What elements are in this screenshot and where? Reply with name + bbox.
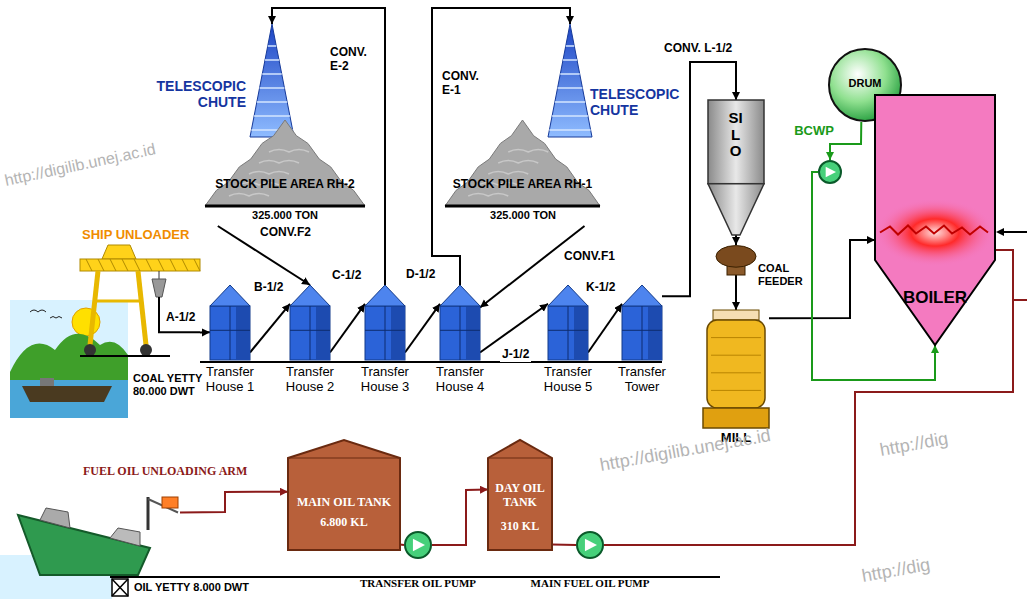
transfer-house: Transfer House 4: [440, 285, 480, 360]
conveyor-label: CONV.F1: [562, 250, 617, 264]
house-shape: [440, 285, 480, 360]
oil-pipe: [604, 250, 1013, 545]
node-label: Transfer Tower: [608, 365, 676, 395]
node-label: Transfer House 4: [426, 365, 494, 395]
conveyor-label: CONV. L-1/2: [662, 42, 734, 56]
house-shape: [365, 285, 405, 360]
oil-tank: MAIN OIL TANK 6.800 KL: [288, 440, 400, 550]
conveyor-label: CONV.F2: [258, 226, 313, 240]
node-label: STOCK PILE AREA RH-2: [205, 178, 365, 192]
coal-silo: SILO: [702, 100, 770, 235]
oil-tanker: [0, 508, 150, 599]
transfer-house: Transfer Tower: [622, 285, 662, 360]
coal-feeder: COAL FEEDER: [715, 245, 757, 275]
pump-shape: [404, 531, 432, 559]
oil-pipe: [180, 492, 288, 513]
coal-conveyor: [735, 235, 737, 245]
watermark: http://digilib.unej.ac.id: [3, 124, 232, 190]
house-shape: [548, 285, 588, 360]
coal-conveyor: [480, 304, 548, 353]
conveyor-label: CONV. E-2: [328, 46, 382, 74]
coal-conveyor: [405, 304, 440, 353]
pump-shape: [818, 160, 842, 184]
node-label: MAIN OIL TANK: [292, 496, 396, 510]
arm-shape: [140, 495, 180, 530]
node-label: TELESCOPIC CHUTE: [152, 78, 246, 110]
jetty-label: COAL YETTY 80.000 DWT: [133, 372, 203, 397]
oil-pipe: [1013, 299, 1027, 301]
node-label: TRANSFER OIL PUMP: [354, 577, 482, 590]
transfer-house: Transfer House 3: [365, 285, 405, 360]
coal-mill: MILL: [703, 310, 769, 428]
node-label: Transfer House 1: [196, 365, 264, 395]
node-label: TELESCOPIC CHUTE: [590, 86, 684, 118]
oil-pump: TRANSFER OIL PUMP: [404, 531, 432, 559]
node-label: SHIP UNLOADER: [82, 228, 222, 243]
unloading-arm: FUEL OIL UNLOADING ARM: [140, 495, 180, 530]
node-sublabel: 325.000 TON: [235, 209, 335, 222]
conveyor-label: D-1/2: [404, 268, 437, 282]
coal-conveyor: [735, 275, 737, 310]
pump-shape: [576, 531, 604, 559]
boiler: BOILER: [875, 95, 995, 345]
telescopic-chute: TELESCOPIC CHUTE: [548, 24, 592, 137]
oil-jetty: [110, 577, 720, 596]
circulating-pump: BCWP: [818, 160, 842, 184]
node-label: DRUM: [828, 77, 902, 90]
house-shape: [210, 285, 250, 360]
transfer-house: Transfer House 1: [210, 285, 250, 360]
node-label: Transfer House 3: [351, 365, 419, 395]
conveyor-label: K-1/2: [584, 281, 617, 295]
node-sublabel: 310 KL: [490, 520, 550, 534]
node-label: Transfer House 5: [534, 365, 602, 395]
coal-conveyor: [588, 304, 622, 353]
node-label: STOCK PILE AREA RH-1: [445, 178, 600, 192]
chute-shape: [250, 24, 294, 137]
house-shape: [290, 285, 330, 360]
oil-pump: MAIN FUEL OIL PUMP: [576, 531, 604, 559]
node-label: MAIN FUEL OIL PUMP: [518, 577, 662, 590]
feeder-shape: [715, 245, 757, 275]
node-label: BOILER: [895, 288, 975, 308]
node-sublabel: 325.000 TON: [473, 209, 573, 222]
conveyor-label: A-1/2: [164, 311, 197, 325]
chute-shape: [548, 24, 592, 137]
watermark: http://dig: [878, 421, 990, 460]
stock-pile: STOCK PILE AREA RH-1 325.000 TON: [445, 118, 600, 226]
jetty-label: OIL YETTY 8.000 DWT: [134, 581, 334, 594]
water-pipe: [830, 122, 861, 160]
conveyor-label: CONV. E-1: [440, 70, 494, 98]
ship-unloader: SHIP UNLOADER: [80, 245, 200, 357]
node-label: COAL FEEDER: [758, 262, 806, 287]
conveyor-base: [200, 361, 662, 363]
oil-tank: DAY OIL TANK 310 KL: [488, 440, 552, 550]
coal-conveyor: [330, 304, 365, 353]
transfer-house: Transfer House 2: [290, 285, 330, 360]
oil-pipe: [552, 544, 576, 547]
conveyor-label: B-1/2: [252, 281, 285, 295]
node-sublabel: 6.800 KL: [292, 516, 396, 530]
coal-pipe: [1003, 231, 1027, 233]
watermark: http://dig: [860, 547, 972, 586]
stock-pile: STOCK PILE AREA RH-2 325.000 TON: [205, 118, 365, 226]
mill-shape: [703, 310, 769, 428]
coal-island: [10, 300, 128, 418]
coal-pipe-head: [996, 228, 1004, 236]
node-label: SILO: [728, 110, 743, 160]
coal-conveyor: [200, 331, 210, 333]
unloader-shape: [80, 245, 200, 357]
node-label: Transfer House 2: [276, 365, 344, 395]
house-shape: [622, 285, 662, 360]
node-label: DAY OIL TANK: [490, 482, 550, 510]
telescopic-chute: TELESCOPIC CHUTE: [250, 24, 294, 137]
conveyor-label: C-1/2: [330, 269, 363, 283]
oil-pipe: [432, 490, 488, 546]
transfer-house: Transfer House 5: [548, 285, 588, 360]
coal-conveyor: [250, 304, 290, 353]
conveyor-label: J-1/2: [500, 348, 531, 362]
boiler-shape: [875, 95, 995, 345]
tank-shape: [288, 440, 400, 550]
node-label: BCWP: [788, 124, 840, 139]
